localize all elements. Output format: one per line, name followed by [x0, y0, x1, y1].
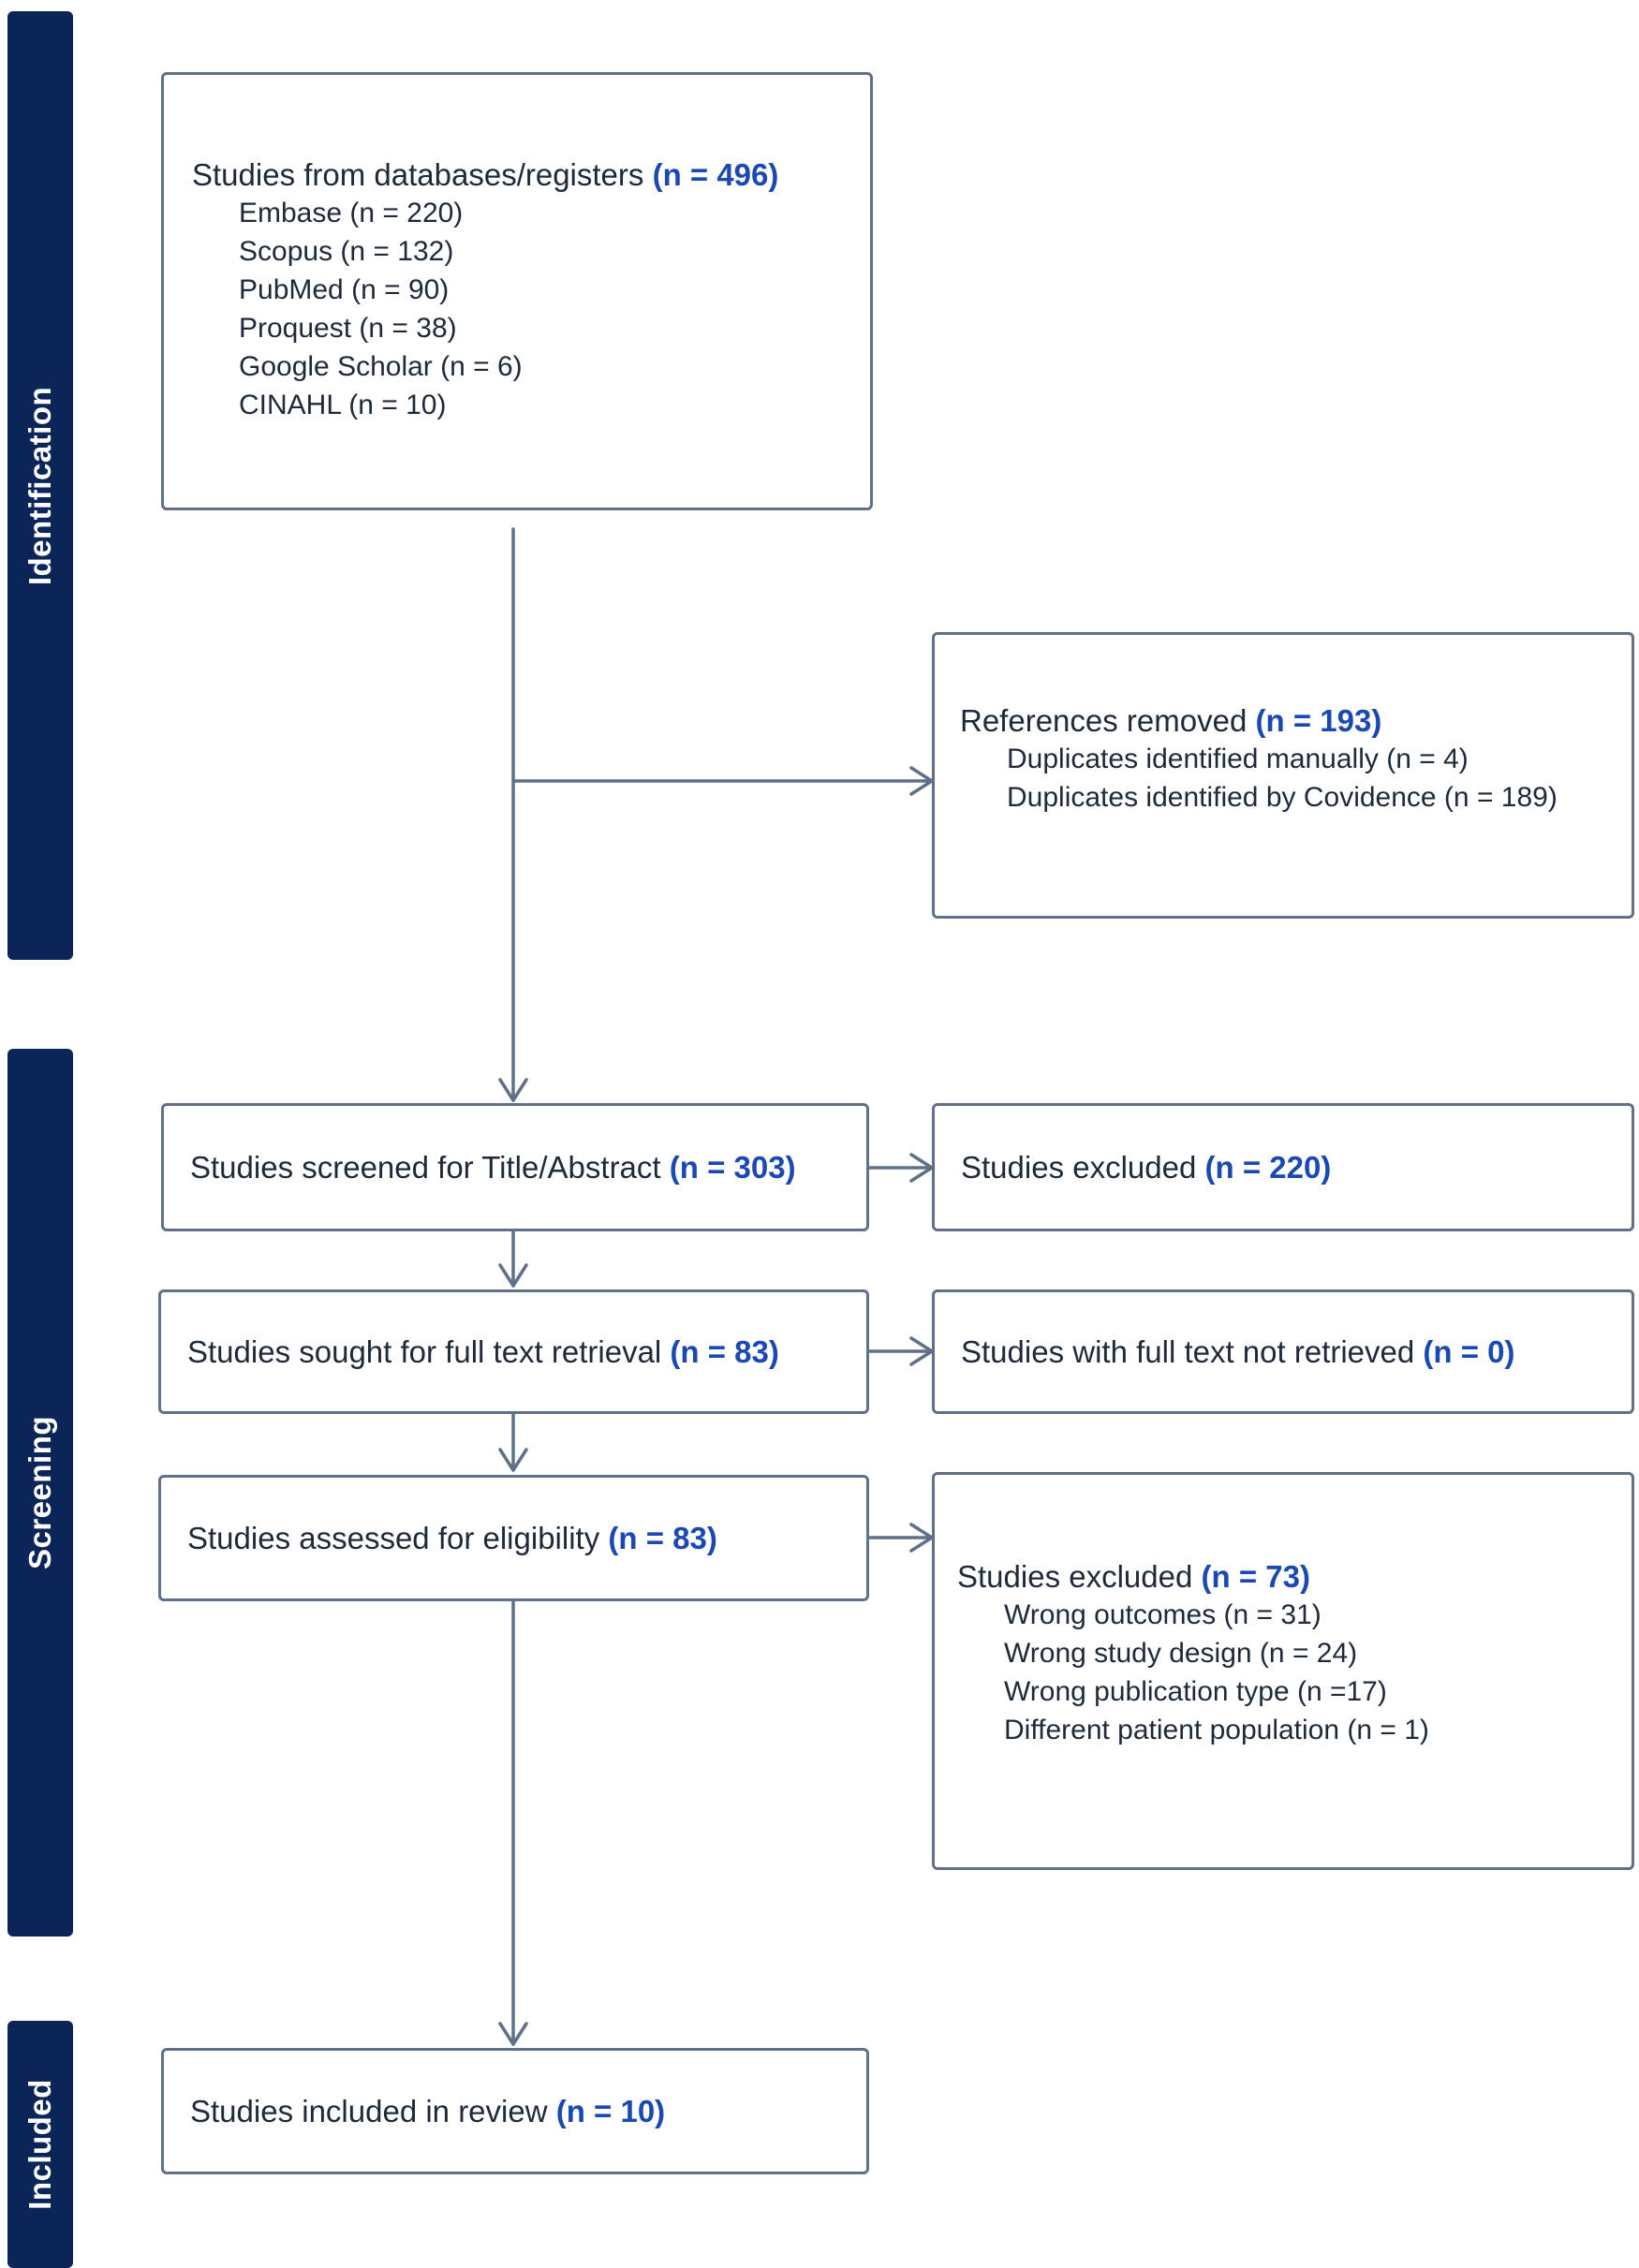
phase-bar-included: Included	[7, 2021, 73, 2268]
box-studies-from-databases: Studies from databases/registers (n = 49…	[161, 72, 873, 510]
exclusion-reason-item: Wrong publication type (n =17)	[1004, 1676, 1387, 1707]
excluded-reasons-count: (n = 73)	[1201, 1559, 1310, 1594]
removed-list: Duplicates identified manually (n = 4) D…	[960, 740, 1632, 817]
box-studies-screened: Studies screened for Title/Abstract (n =…	[161, 1103, 869, 1231]
phase-bar-identification: Identification	[7, 11, 73, 960]
assessed-count: (n = 83)	[608, 1521, 717, 1555]
arrowhead-screened	[498, 1078, 528, 1102]
database-item: Scopus (n = 132)	[239, 236, 454, 267]
database-list: Embase (n = 220) Scopus (n = 132) PubMed…	[192, 194, 870, 424]
removed-count: (n = 193)	[1255, 703, 1382, 738]
excluded-count: (n = 220)	[1204, 1150, 1332, 1185]
included-count: (n = 10)	[555, 2094, 666, 2128]
removed-item: Duplicates identified by Covidence (n = …	[1007, 782, 1558, 813]
removed-heading: References removed (n = 193)	[960, 703, 1382, 738]
box-studies-excluded-reasons: Studies excluded (n = 73) Wrong outcomes…	[932, 1472, 1634, 1870]
box-studies-sought: Studies sought for full text retrieval (…	[158, 1289, 869, 1414]
arrowhead-sought	[498, 1263, 528, 1288]
arrowhead-assessed	[498, 1448, 528, 1472]
arrowhead-included	[498, 2022, 528, 2046]
database-item: Proquest (n = 38)	[239, 313, 457, 344]
phase-bar-screening: Screening	[7, 1049, 73, 1937]
not-retrieved-count: (n = 0)	[1423, 1334, 1515, 1369]
box-studies-included: Studies included in review (n = 10)	[161, 2048, 869, 2174]
exclusion-reason-item: Wrong study design (n = 24)	[1004, 1638, 1358, 1669]
exclusion-reason-item: Different patient population (n = 1)	[1004, 1715, 1429, 1745]
databases-count: (n = 496)	[652, 157, 779, 192]
database-item: Google Scholar (n = 6)	[239, 351, 523, 382]
excluded-reasons-heading: Studies excluded (n = 73)	[957, 1559, 1310, 1594]
exclusion-reason-item: Wrong outcomes (n = 31)	[1004, 1599, 1322, 1630]
box-studies-not-retrieved: Studies with full text not retrieved (n …	[932, 1289, 1634, 1414]
database-item: Embase (n = 220)	[239, 198, 464, 228]
box-studies-excluded: Studies excluded (n = 220)	[932, 1103, 1634, 1231]
removed-item: Duplicates identified manually (n = 4)	[1007, 744, 1469, 774]
exclusion-reason-list: Wrong outcomes (n = 31) Wrong study desi…	[957, 1596, 1632, 1749]
screened-count: (n = 303)	[669, 1150, 796, 1185]
box-studies-assessed: Studies assessed for eligibility (n = 83…	[158, 1475, 869, 1601]
box-references-removed: References removed (n = 193) Duplicates …	[932, 632, 1634, 919]
database-item: CINAHL (n = 10)	[239, 390, 447, 420]
databases-heading: Studies from databases/registers (n = 49…	[192, 157, 779, 192]
database-item: PubMed (n = 90)	[239, 274, 450, 305]
sought-count: (n = 83)	[670, 1334, 779, 1369]
